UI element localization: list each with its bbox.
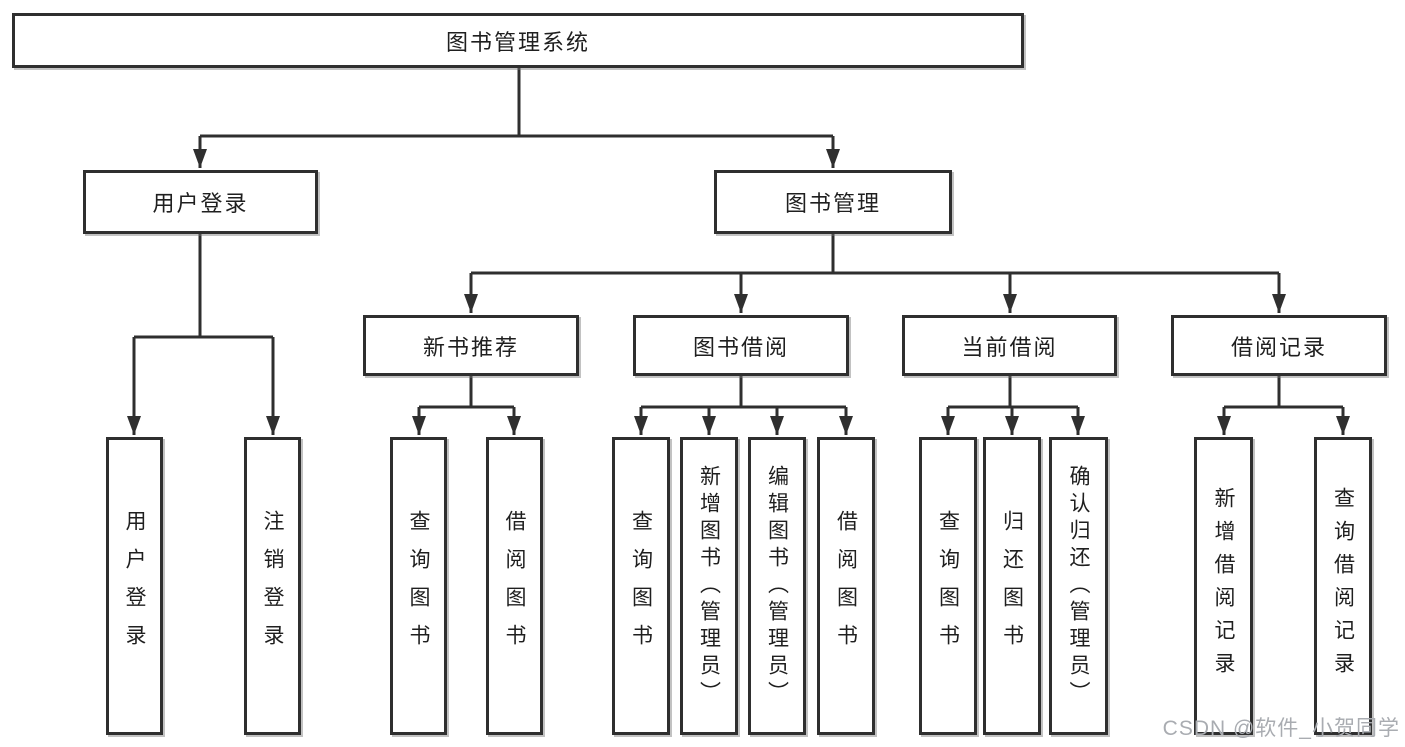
leaf-current-return-book: 归还图书 xyxy=(983,437,1041,735)
node-user-login: 用户登录 xyxy=(83,170,318,234)
leaf-records-query-record-label: 查询借阅记录 xyxy=(1331,487,1355,685)
node-borrowing-records: 借阅记录 xyxy=(1171,315,1387,376)
leaf-current-query-book: 查询图书 xyxy=(919,437,977,735)
leaf-borrowing-edit-book-admin-label: 编辑图书（管理员） xyxy=(765,464,789,708)
node-library-system: 图书管理系统 xyxy=(12,13,1024,68)
leaf-borrowing-borrow-book: 借阅图书 xyxy=(817,437,875,735)
connector-new-book xyxy=(412,376,521,435)
node-borrowing-records-label: 借阅记录 xyxy=(1230,334,1327,360)
leaf-current-confirm-return-admin-label: 确认归还（管理员） xyxy=(1067,464,1090,708)
leaf-newbook-borrow-book: 借阅图书 xyxy=(486,437,543,735)
leaf-current-return-book-label: 归还图书 xyxy=(1000,510,1024,662)
connector-book-borrowing xyxy=(634,376,853,435)
connector-root xyxy=(193,68,840,168)
leaf-logout-login: 注销登录 xyxy=(244,437,301,735)
leaf-borrowing-query-book: 查询图书 xyxy=(612,437,670,735)
node-current-borrowing: 当前借阅 xyxy=(902,315,1117,376)
leaf-borrowing-borrow-book-label: 借阅图书 xyxy=(834,510,858,662)
node-new-book-recommend-label: 新书推荐 xyxy=(422,334,519,360)
leaf-current-confirm-return-admin: 确认归还（管理员） xyxy=(1049,437,1108,735)
node-book-management: 图书管理 xyxy=(714,170,952,234)
leaf-user-login: 用户登录 xyxy=(106,437,163,735)
leaf-logout-login-label: 注销登录 xyxy=(261,510,284,662)
leaf-newbook-query-book-label: 查询图书 xyxy=(407,510,430,662)
node-book-borrowing-label: 图书借阅 xyxy=(692,334,789,360)
node-user-login-label: 用户登录 xyxy=(152,191,249,216)
connector-user-login xyxy=(127,234,280,435)
leaf-current-query-book-label: 查询图书 xyxy=(936,510,960,662)
node-book-borrowing: 图书借阅 xyxy=(633,315,849,376)
node-book-management-label: 图书管理 xyxy=(784,191,881,216)
leaf-newbook-borrow-book-label: 借阅图书 xyxy=(503,510,526,662)
watermark-text: CSDN @软件_小贺同学 xyxy=(1162,717,1400,740)
connector-current-borrowing xyxy=(941,376,1085,435)
connector-book-management xyxy=(464,234,1286,313)
node-library-system-label: 图书管理系统 xyxy=(445,29,590,55)
connector-borrowing-records xyxy=(1217,376,1350,435)
leaf-borrowing-edit-book-admin: 编辑图书（管理员） xyxy=(748,437,806,735)
leaf-newbook-query-book: 查询图书 xyxy=(390,437,447,735)
leaf-user-login-label: 用户登录 xyxy=(123,510,146,662)
leaf-records-add-record-label: 新增借阅记录 xyxy=(1212,487,1235,685)
leaf-borrowing-add-book-admin-label: 新增图书（管理员） xyxy=(697,464,721,708)
node-current-borrowing-label: 当前借阅 xyxy=(961,334,1058,360)
leaf-records-add-record: 新增借阅记录 xyxy=(1194,437,1253,735)
node-new-book-recommend: 新书推荐 xyxy=(363,315,579,376)
leaf-borrowing-add-book-admin: 新增图书（管理员） xyxy=(680,437,738,735)
leaf-records-query-record: 查询借阅记录 xyxy=(1314,437,1372,735)
leaf-borrowing-query-book-label: 查询图书 xyxy=(629,510,653,662)
